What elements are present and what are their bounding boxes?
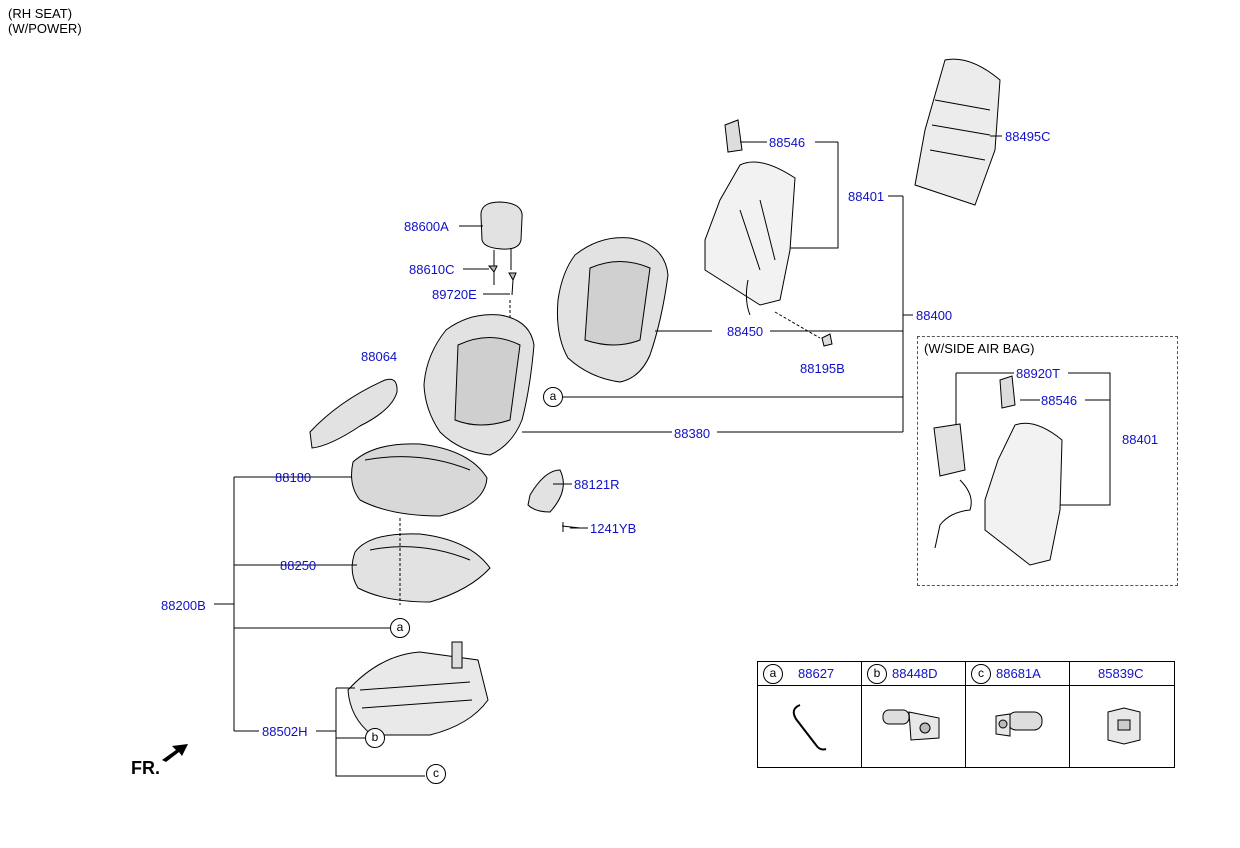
legend-ref-a: a [763,664,783,684]
part-88121r-label[interactable]: 88121R [574,477,620,492]
side-airbag-variant-title: (W/SIDE AIR BAG) [924,341,1035,356]
part-88920t-label[interactable]: 88920T [1016,366,1061,381]
side-shield-shape [309,378,398,449]
hook-wire-icon [792,704,827,751]
back-board-shape [914,58,1001,206]
part-88195b-label[interactable]: 88195B [800,361,845,376]
part-88380-label[interactable]: 88380 [674,426,711,441]
headrest-guide-shape [487,265,517,282]
legend-ref-b: b [867,664,887,684]
ref-c-marker: c [426,764,446,784]
part-88401-label[interactable]: 88401 [848,189,885,204]
part-88600a-label[interactable]: 88600A [404,219,449,234]
clip-icon [1107,707,1141,745]
motor-c-icon [995,711,1043,737]
part-88495c-label[interactable]: 88495C [1005,129,1051,144]
screw-1241yb-shape [561,522,581,532]
seat-track-shape [347,651,489,736]
part-88450-label[interactable]: 88450 [727,324,764,339]
cushion-cover-shape [351,443,488,517]
legend-ref-c: c [971,664,991,684]
cushion-foam-shape [351,533,491,603]
part-88502h-label[interactable]: 88502H [262,724,308,739]
part-88610c-label[interactable]: 88610C [409,262,455,277]
part-88400-label[interactable]: 88400 [916,308,953,323]
cover-88121r-shape [527,469,564,513]
side-airbag-variant-box: (W/SIDE AIR BAG) [917,336,1178,586]
airbag-frame-shape [984,422,1063,566]
reference-legend-table: a 88627 b 88448D c 88681A 85839C [757,661,1175,768]
legend-cell-c[interactable]: c 88681A [965,662,1070,767]
ref-a-marker-cushion: a [390,618,410,638]
variant-power: (W/POWER) [8,21,82,36]
part-88180-label[interactable]: 88180 [275,470,312,485]
part-88250-label[interactable]: 88250 [280,558,317,573]
legend-cell-b[interactable]: b 88448D [861,662,966,767]
legend-part-85839c: 85839C [1098,666,1144,681]
part-88064-label[interactable]: 88064 [361,349,398,364]
legend-part-88681a: 88681A [996,666,1041,681]
airbag-module-shape [933,423,966,477]
motor-b-icon [882,709,940,741]
legend-cell-a[interactable]: a 88627 [758,662,861,767]
legend-cell-85839c[interactable]: 85839C [1069,662,1175,767]
headrest-shape [480,201,523,250]
part-1241yb-label[interactable]: 1241YB [590,521,637,536]
part-88401-airbag-label[interactable]: 88401 [1122,432,1159,447]
part-89720e-label[interactable]: 89720E [432,287,477,302]
front-direction-label: FR. [131,758,160,778]
variant-rh-seat: (RH SEAT) [8,6,73,21]
ref-b-marker: b [365,728,385,748]
back-frame-shape [704,161,796,306]
legend-part-88448d: 88448D [892,666,938,681]
ref-a-marker-back: a [543,387,563,407]
part-88546-label[interactable]: 88546 [769,135,806,150]
legend-part-88627: 88627 [798,666,835,681]
part-88546-airbag-label[interactable]: 88546 [1041,393,1078,408]
part-88200b-label[interactable]: 88200B [161,598,206,613]
front-arrow-icon [162,744,188,762]
